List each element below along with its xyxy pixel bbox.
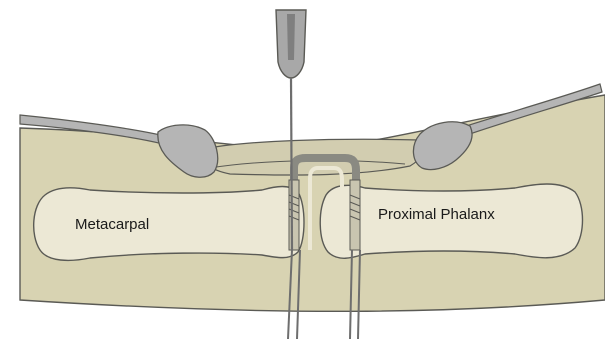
proximal-phalanx-label: Proximal Phalanx: [378, 206, 495, 223]
phalanx-wire-coil: [350, 180, 360, 250]
metacarpal-label: Metacarpal: [75, 216, 149, 233]
metacarpal-wire-coil: [289, 180, 299, 250]
